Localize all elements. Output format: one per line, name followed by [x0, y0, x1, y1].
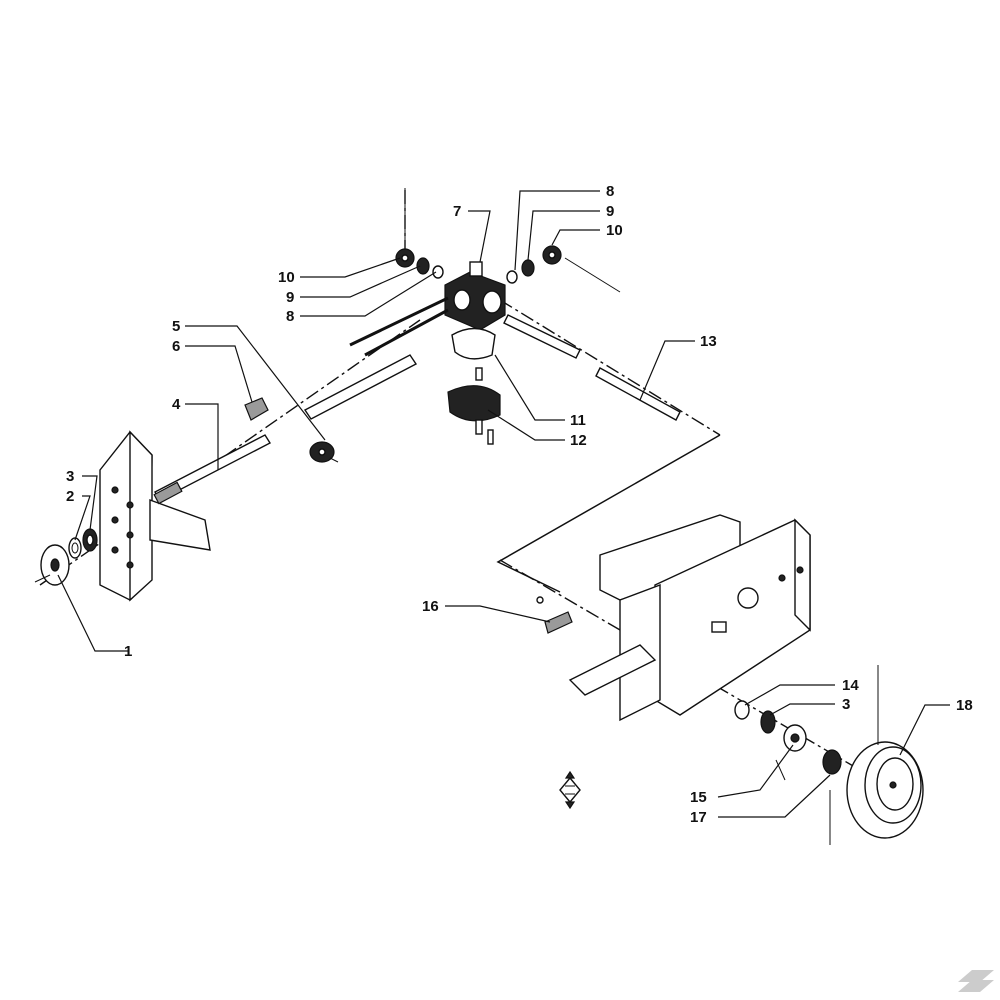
- coupling-part-5: [309, 441, 339, 463]
- drive-chain: [496, 434, 721, 593]
- bearing-part-3-left: [82, 528, 98, 552]
- callout-16: 16: [422, 598, 439, 615]
- pulley-part-18: [846, 665, 924, 839]
- callout-8-left: 8: [286, 308, 294, 325]
- callout-13: 13: [700, 333, 717, 350]
- gear-set-left: [395, 188, 444, 279]
- gear-set-right: [506, 245, 621, 293]
- gearbox-shafts: [349, 296, 681, 421]
- callout-15: 15: [690, 789, 707, 806]
- callout-10-right: 10: [606, 222, 623, 239]
- hub-part-17: [822, 749, 842, 845]
- callout-3-left: 3: [66, 468, 74, 485]
- gearbox-part-7: [444, 261, 506, 331]
- manufacturer-emblem-icon: [559, 770, 581, 810]
- callout-8-right: 8: [606, 183, 614, 200]
- callout-5: 5: [172, 318, 180, 335]
- callout-6: 6: [172, 338, 180, 355]
- callout-10-left: 10: [278, 269, 295, 286]
- callout-14: 14: [842, 677, 859, 694]
- callout-4: 4: [172, 396, 181, 413]
- callout-labels: 1 2 3 3 4 5 6 7 8 8 9 9 10 10 11 12 13 1…: [66, 183, 973, 826]
- right-housing: [568, 514, 811, 722]
- callout-9-right: 9: [606, 203, 614, 220]
- callout-7: 7: [453, 203, 461, 220]
- ring-part-2: [68, 537, 82, 559]
- callout-12: 12: [570, 432, 587, 449]
- left-frame-post: [99, 430, 211, 602]
- shaft-part-4: [153, 434, 271, 505]
- gasket-part-11: [451, 327, 496, 360]
- bearing-part-3-right: [760, 710, 776, 734]
- corner-logo-icon: [958, 970, 994, 992]
- callout-3-right: 3: [842, 696, 850, 713]
- callout-2: 2: [66, 488, 74, 505]
- bracket-part-16: [536, 596, 573, 634]
- leader-lines: [57, 190, 950, 818]
- cover-part-12: [447, 367, 501, 445]
- seal-part-14: [734, 700, 750, 720]
- bracket-part-6: [244, 397, 269, 421]
- callout-11: 11: [570, 412, 586, 429]
- callout-9-left: 9: [286, 289, 294, 306]
- callout-17: 17: [690, 809, 707, 826]
- axis-lines: [39, 190, 861, 771]
- callout-1: 1: [124, 643, 132, 660]
- upper-left-shaft: [303, 354, 418, 420]
- callout-18: 18: [956, 697, 973, 714]
- bearing-housing-part-15: [775, 724, 807, 781]
- flange-part-1: [34, 544, 70, 586]
